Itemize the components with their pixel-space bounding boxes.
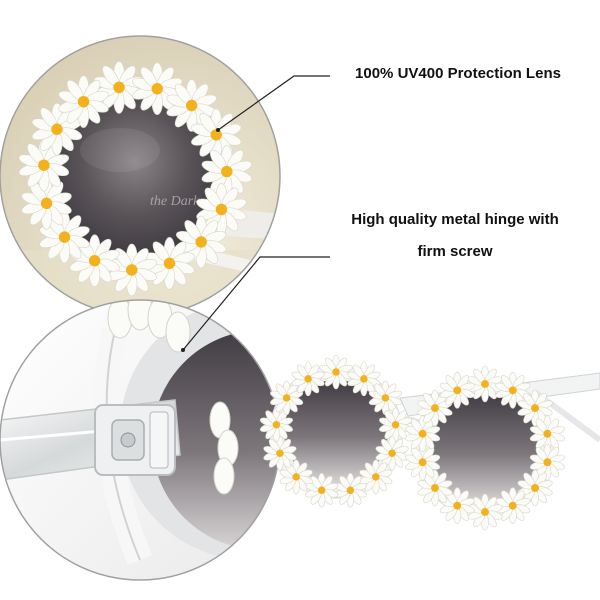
daisy-flower-icon	[417, 469, 453, 507]
daisy-sunglasses	[259, 354, 600, 531]
daisy-flower-icon	[517, 469, 553, 507]
uv-protection-callout: 100% UV400 Protection Lens	[355, 65, 561, 82]
daisy-flower-icon	[368, 380, 402, 416]
daisy-flower-icon	[18, 138, 70, 192]
daisy-flower-icon	[305, 472, 339, 508]
hinge-callout: High quality metal hinge with firm screw	[330, 210, 580, 262]
daisy-flower-icon	[21, 177, 72, 230]
daisy-flower-icon	[259, 407, 293, 443]
daisy-flower-icon	[106, 243, 157, 297]
lens-zoom-circle: the Dark	[0, 35, 281, 317]
svg-text:the Dark: the Dark	[150, 194, 200, 209]
daisy-flower-icon	[263, 435, 297, 471]
daisy-flower-icon	[405, 415, 441, 453]
leader-line-lens	[216, 75, 330, 132]
hinge-callout-line-2: firm screw	[417, 243, 493, 260]
daisy-ring	[18, 61, 252, 297]
daisy-flower-icon	[39, 210, 90, 264]
daisy-flower-icon	[196, 183, 247, 236]
daisy-flower-icon	[176, 215, 227, 269]
hinge-callout-line-1: High quality metal hinge with	[351, 211, 559, 228]
daisy-flower-icon	[359, 459, 393, 495]
daisy-flower-icon	[333, 472, 367, 508]
daisy-flower-icon	[405, 443, 441, 481]
daisy-flower-icon	[439, 372, 475, 409]
daisy-flower-icon	[517, 389, 553, 427]
daisy-flower-icon	[529, 415, 565, 453]
daisy-flower-icon	[291, 361, 325, 397]
daisy-flower-icon	[69, 234, 120, 287]
daisy-flower-icon	[379, 407, 413, 443]
daisy-flower-icon	[279, 459, 313, 495]
daisy-flower-icon	[319, 354, 353, 390]
daisy-flower-icon	[31, 102, 83, 156]
daisy-flower-icon	[270, 380, 304, 416]
daisy-ring	[405, 365, 565, 531]
hinge-zoom-circle	[0, 299, 281, 581]
daisy-flower-icon	[58, 75, 109, 129]
daisy-flower-icon	[375, 435, 409, 471]
daisy-flower-icon	[201, 145, 252, 198]
daisy-flower-icon	[529, 443, 565, 481]
daisy-flower-icon	[495, 372, 531, 409]
daisy-flower-icon	[417, 389, 453, 427]
daisy-flower-icon	[347, 361, 381, 397]
leader-line-hinge	[181, 256, 330, 352]
daisy-flower-icon	[166, 79, 217, 132]
daisy-ring	[259, 354, 413, 508]
daisy-flower-icon	[93, 61, 145, 114]
